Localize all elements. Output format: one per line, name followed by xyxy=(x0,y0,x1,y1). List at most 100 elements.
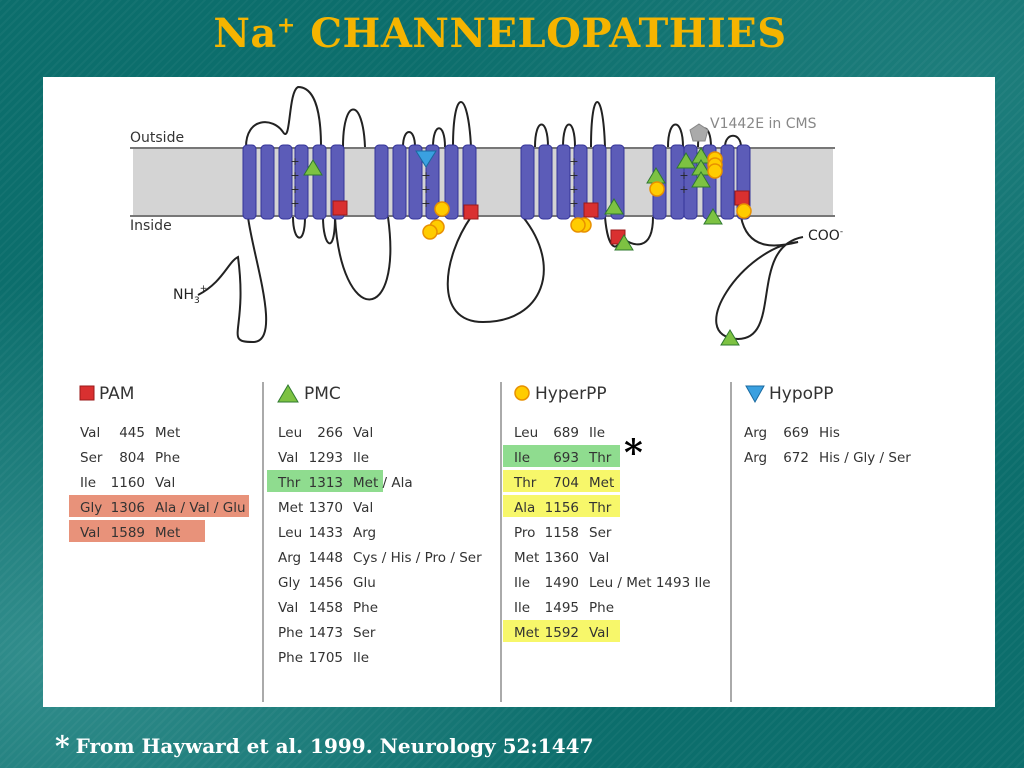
hyperpp-marker xyxy=(649,181,665,197)
pam-marker xyxy=(583,202,599,218)
hyperpp-row-to: Thr xyxy=(588,500,612,516)
hyperpp-row-position: 1158 xyxy=(545,525,579,541)
legend-row-highlight xyxy=(503,470,620,492)
svg-text:+: + xyxy=(679,169,688,182)
pam-header: PAM xyxy=(99,384,134,404)
transmembrane-helix xyxy=(408,144,423,220)
pam-square-icon xyxy=(79,385,95,401)
pmc-marker xyxy=(691,171,711,188)
pmc-row-position: 1705 xyxy=(309,650,343,666)
pmc-row-to: Ile xyxy=(353,450,369,466)
transmembrane-helix xyxy=(556,144,571,220)
pmc-row-to: Cys / His / Pro / Ser xyxy=(353,550,482,566)
hypopp-header: HypoPP xyxy=(769,384,834,404)
pam-row-to: Met xyxy=(155,525,180,541)
hypopp-row-to: His / Gly / Ser xyxy=(819,450,911,466)
hyperpp-row-position: 1156 xyxy=(545,500,579,516)
pmc-row-position: 1456 xyxy=(309,575,343,591)
hyperpp-row-to: Met xyxy=(589,475,614,491)
hyperpp-row-to: Ile xyxy=(589,425,605,441)
pam-row-to: Val xyxy=(155,475,175,491)
hyperpp-marker xyxy=(736,203,752,219)
pmc-marker xyxy=(720,329,740,346)
channel-diagram: Outside Inside ++++ ++++ ++++ +++ NH3+ C… xyxy=(69,85,911,702)
legend-row-highlight xyxy=(503,495,620,517)
coo-label: COO- xyxy=(808,227,843,244)
hyperpp-row-to: Ser xyxy=(589,525,612,541)
hyperpp-row-to: Val xyxy=(589,550,609,566)
pmc-row-from: Leu xyxy=(278,525,302,541)
transmembrane-helix xyxy=(520,144,535,220)
mutation-markers xyxy=(303,147,752,346)
hyperpp-row-from: Thr xyxy=(513,475,537,491)
hyperpp-row-to: Thr xyxy=(588,450,612,466)
svg-text:+: + xyxy=(290,197,299,210)
hyperpp-row-from: Met xyxy=(514,550,539,566)
svg-text:+: + xyxy=(421,197,430,210)
pmc-row-from: Val xyxy=(278,450,298,466)
pam-row-from: Ser xyxy=(80,450,103,466)
pam-row-position: 804 xyxy=(119,450,145,466)
inside-label: Inside xyxy=(130,218,172,234)
pmc-row-to: Ser xyxy=(353,625,376,641)
pam-row-from: Val xyxy=(80,425,100,441)
pmc-marker xyxy=(614,234,634,251)
svg-text:+: + xyxy=(290,155,299,168)
pmc-row-to: Val xyxy=(353,425,373,441)
transmembrane-helix xyxy=(242,144,257,220)
pmc-row-to: Val xyxy=(353,500,373,516)
figure-panel: Outside Inside ++++ ++++ ++++ +++ NH3+ C… xyxy=(43,77,995,707)
hyperpp-row-position: 1592 xyxy=(545,625,579,641)
hyperpp-row-from: Ala xyxy=(514,500,535,516)
transmembrane-helix xyxy=(278,144,293,220)
svg-text:+: + xyxy=(679,183,688,196)
svg-text:+: + xyxy=(421,169,430,182)
svg-text:+: + xyxy=(421,183,430,196)
hyperpp-marker xyxy=(434,201,450,217)
pmc-marker xyxy=(676,152,696,169)
hypopp-row-position: 669 xyxy=(783,425,809,441)
pmc-triangle-icon xyxy=(277,384,299,403)
pmc-row-position: 1458 xyxy=(309,600,343,616)
pmc-row-to: Glu xyxy=(353,575,376,591)
hyperpp-row-from: Ile xyxy=(514,450,530,466)
hyperpp-row-from: Pro xyxy=(514,525,535,541)
hyperpp-row-position: 1495 xyxy=(545,600,579,616)
pmc-row-to: Phe xyxy=(353,600,378,616)
hypopp-row-from: Arg xyxy=(744,425,767,441)
hypopp-triangle-icon xyxy=(745,385,765,404)
hypopp-marker xyxy=(415,150,437,168)
hyperpp-row-from: Ile xyxy=(514,575,530,591)
hyperpp-row-position: 693 xyxy=(553,450,579,466)
pmc-row-position: 1293 xyxy=(309,450,343,466)
pmc-row-to: Ile xyxy=(353,650,369,666)
svg-text:+: + xyxy=(569,183,578,196)
pmc-row-from: Thr xyxy=(277,475,301,491)
transmembrane-helix xyxy=(260,144,275,220)
legend-row-highlight xyxy=(267,470,383,492)
pam-row-from: Gly xyxy=(80,500,102,516)
cms-pentagon-icon xyxy=(689,123,709,142)
pmc-row-from: Arg xyxy=(278,550,301,566)
transmembrane-helix xyxy=(374,144,389,220)
hyperpp-row-to: Phe xyxy=(589,600,614,616)
pmc-row-to: Arg xyxy=(353,525,376,541)
pmc-row-to: Met / Ala xyxy=(353,475,413,491)
transmembrane-helix xyxy=(294,144,309,220)
hyperpp-row-to: Val xyxy=(589,625,609,641)
pmc-row-position: 1433 xyxy=(309,525,343,541)
pmc-row-from: Val xyxy=(278,600,298,616)
hyperpp-row-from: Ile xyxy=(514,600,530,616)
svg-text:+: + xyxy=(569,197,578,210)
hyperpp-marker xyxy=(707,163,723,179)
pmc-row-position: 1370 xyxy=(309,500,343,516)
svg-text:+: + xyxy=(569,155,578,168)
hyperpp-row-position: 704 xyxy=(553,475,579,491)
transmembrane-helix xyxy=(425,144,440,220)
hyperpp-row-position: 1490 xyxy=(545,575,579,591)
transmembrane-helix xyxy=(592,144,607,220)
transmembrane-helix xyxy=(312,144,327,220)
pmc-row-position: 1313 xyxy=(309,475,343,491)
pam-row-from: Val xyxy=(80,525,100,541)
